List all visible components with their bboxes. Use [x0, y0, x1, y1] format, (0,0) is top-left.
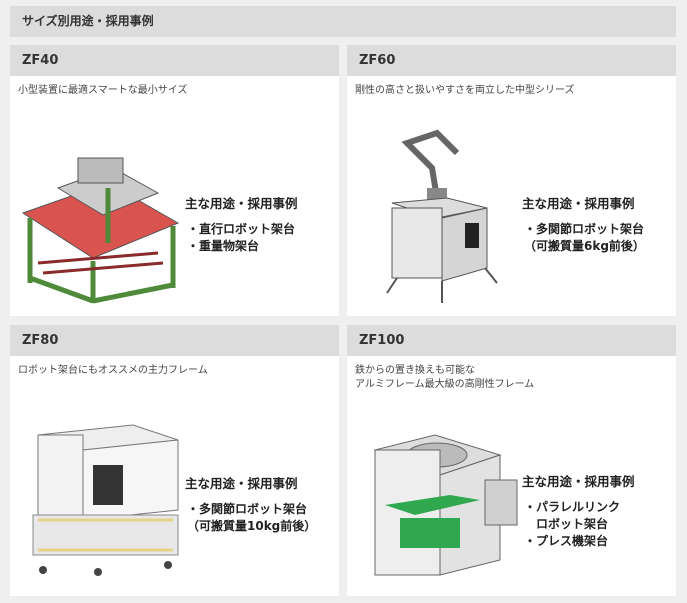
- card-title: ZF60: [347, 45, 676, 76]
- use-item: ・パラレルリンク: [524, 500, 621, 514]
- card-description: 鉄からの置き換えも可能な アルミフレーム最大級の高剛性フレーム: [347, 356, 676, 392]
- card-description: 剛性の高さと扱いやすさを両立した中型シリーズ: [347, 76, 676, 98]
- card-title: ZF100: [347, 325, 676, 356]
- uses-list: 主な用途・採用事例 ・直行ロボット架台 ・重量物架台: [185, 195, 298, 255]
- use-item: ・重量物架台: [187, 239, 260, 253]
- use-item: （可搬質量6kg前後）: [524, 239, 645, 253]
- product-card-zf100: ZF100 鉄からの置き換えも可能な アルミフレーム最大級の高剛性フレーム 主な…: [347, 325, 676, 596]
- card-description: ロボット架台にもオススメの主力フレーム: [10, 356, 339, 378]
- desc-line: アルミフレーム最大級の高剛性フレーム: [355, 379, 535, 390]
- product-card-zf40: ZF40 小型装置に最適スマートな最小サイズ 主な用途・採用事例 ・直行ロボット…: [10, 45, 339, 316]
- section-title: サイズ別用途・採用事例: [10, 6, 676, 37]
- uses-list: 主な用途・採用事例 ・多関節ロボット架台 （可搬質量6kg前後）: [522, 195, 645, 255]
- zf100-frame-image: [373, 434, 518, 576]
- uses-title: 主な用途・採用事例: [185, 196, 298, 211]
- desc-line: 鉄からの置き換えも可能な: [355, 365, 475, 376]
- card-title: ZF80: [10, 325, 339, 356]
- use-item: ロボット架台: [524, 517, 609, 531]
- use-item: ・直行ロボット架台: [187, 222, 296, 236]
- desc-line: ロボット架台にもオススメの主力フレーム: [18, 365, 208, 376]
- card-description: 小型装置に最適スマートな最小サイズ: [10, 76, 339, 98]
- desc-line: 剛性の高さと扱いやすさを両立した中型シリーズ: [355, 85, 575, 96]
- zf60-frame-image: [386, 129, 498, 303]
- uses-title: 主な用途・採用事例: [522, 196, 635, 211]
- uses-title: 主な用途・採用事例: [522, 474, 635, 489]
- zf40-frame-image: [21, 157, 180, 304]
- card-title: ZF40: [10, 45, 339, 76]
- zf80-frame-image: [32, 424, 179, 576]
- use-item: ・多関節ロボット架台: [524, 222, 645, 236]
- uses-list: 主な用途・採用事例 ・パラレルリンク ロボット架台 ・プレス機架台: [522, 473, 635, 550]
- uses-title: 主な用途・採用事例: [185, 476, 298, 491]
- use-item: （可搬質量10kg前後）: [187, 519, 317, 533]
- use-item: ・プレス機架台: [524, 534, 609, 548]
- use-item: ・多関節ロボット架台: [187, 502, 308, 516]
- product-card-zf60: ZF60 剛性の高さと扱いやすさを両立した中型シリーズ 主な用途・採用事例 ・多…: [347, 45, 676, 316]
- uses-list: 主な用途・採用事例 ・多関節ロボット架台 （可搬質量10kg前後）: [185, 475, 316, 535]
- desc-line: 小型装置に最適スマートな最小サイズ: [18, 85, 188, 96]
- product-card-zf80: ZF80 ロボット架台にもオススメの主力フレーム 主な用途・採用事例 ・多関節ロ…: [10, 325, 339, 596]
